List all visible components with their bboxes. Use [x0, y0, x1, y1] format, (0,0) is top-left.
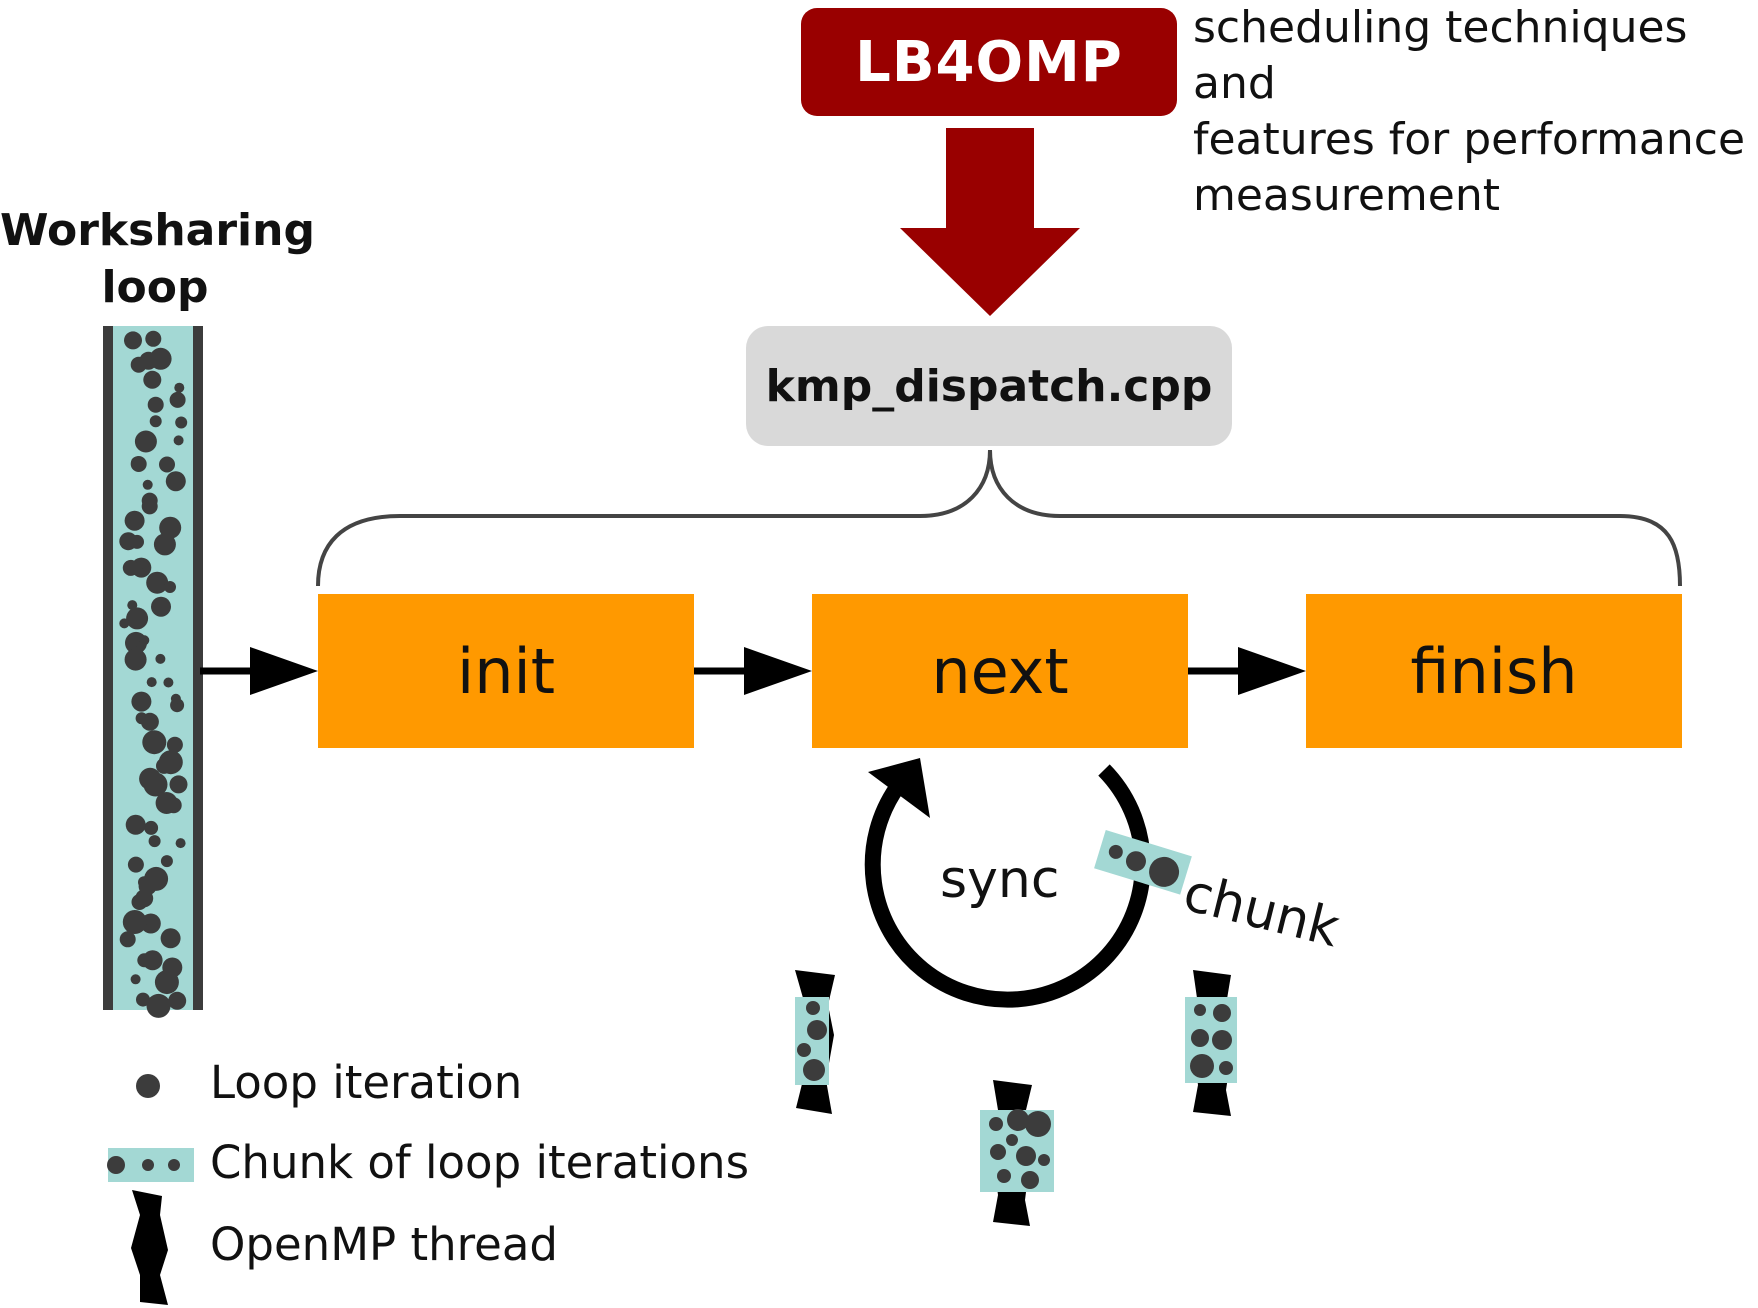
openmp-thread-center [980, 1080, 1054, 1226]
loop-iteration-dot [125, 814, 146, 835]
loop-iteration-dot [119, 931, 136, 948]
loop-iteration-dot [164, 581, 176, 593]
loop-iteration-dot [154, 970, 179, 995]
sync-cycle-arrowhead [868, 758, 930, 818]
loop-iteration-dot [134, 430, 157, 453]
loop-iteration-dot [122, 910, 147, 934]
loop-iteration-dot [130, 974, 141, 985]
loop-iteration-dot [119, 618, 130, 629]
loop-iteration-dot [173, 435, 184, 446]
openmp-thread-left [795, 970, 835, 1114]
loop-iteration-dot [175, 416, 188, 429]
loop-iteration-dot [166, 736, 183, 753]
sync-label: sync [940, 850, 1060, 910]
loop-iteration-dot [126, 607, 149, 630]
loop-iteration-dot [135, 889, 154, 908]
worksharing-loop-column [103, 326, 203, 1018]
loop-iteration-dot [139, 635, 150, 646]
loop-iteration-dot [122, 559, 139, 576]
loop-iteration-dot [127, 856, 144, 873]
dispatch-brace [316, 449, 1682, 587]
loop-iteration-dot [148, 835, 161, 848]
loop-iteration-dot [163, 677, 174, 688]
loop-iteration-dot [143, 772, 168, 797]
legend-thread-label: OpenMP thread [210, 1218, 558, 1271]
loop-iteration-dot [168, 991, 187, 1010]
loop-iteration-dot [142, 479, 153, 490]
phase-finish: finish [1306, 594, 1682, 748]
loop-iteration-dot [146, 993, 171, 1018]
flow-arrow-next-to-finish [1188, 647, 1306, 695]
legend-chunk-icon [107, 1148, 194, 1182]
dispatch-file-box: kmp_dispatch.cpp [746, 326, 1232, 446]
legend-iteration-icon [136, 1074, 160, 1098]
legend-chunk-label: Chunk of loop iterations [210, 1136, 750, 1189]
loop-iteration-dot [153, 533, 176, 556]
loop-iteration-dot [145, 330, 162, 347]
flow-arrow-init-to-next [694, 647, 812, 695]
loop-iteration-dot [142, 730, 167, 755]
loop-iteration-dot [175, 838, 186, 849]
phase-init: init [318, 594, 694, 748]
loop-iteration-dot [156, 757, 172, 774]
loop-iteration-dot [169, 775, 188, 794]
loop-iteration-dot [142, 950, 163, 971]
legend-iteration-label: Loop iteration [210, 1056, 523, 1109]
loop-iteration-dot [131, 691, 152, 712]
loop-iteration-dot [159, 516, 182, 539]
loop-iteration-dot [141, 492, 158, 509]
chunk-on-cycle [1094, 830, 1192, 895]
loop-iteration-dot [151, 596, 171, 617]
loop-iteration-dot [131, 456, 143, 469]
loop-iteration-dot [146, 571, 169, 594]
phase-next: next [812, 594, 1188, 748]
lb4omp-box: LB4OMP [801, 8, 1177, 116]
loop-iteration-dot [165, 797, 182, 814]
lb4omp-down-arrow [900, 128, 1080, 316]
flow-arrow-loop-to-init [200, 647, 318, 695]
loop-iteration-dot [160, 928, 181, 949]
loop-iteration-dot [140, 712, 159, 731]
loop-iteration-dot [149, 415, 162, 428]
legend-thread-icon [131, 1190, 168, 1305]
loop-iteration-dot [124, 510, 145, 531]
loop-iteration-dot [130, 356, 147, 373]
loop-iteration-dot [124, 648, 147, 671]
loop-iteration-dot [136, 992, 150, 1007]
loop-iteration-dot [130, 534, 144, 549]
loop-iteration-dot [170, 693, 181, 704]
loop-iteration-dot [144, 820, 159, 835]
loop-iteration-dot [169, 391, 186, 408]
loop-iteration-dot [124, 331, 142, 350]
loop-iteration-dot [127, 600, 138, 611]
loop-iteration-dot [160, 855, 173, 868]
loop-iteration-dot [147, 396, 164, 413]
loop-iteration-dot [139, 558, 150, 569]
lb4omp-description: scheduling techniques and features for p… [1193, 2, 1746, 221]
loop-iteration-dot [165, 471, 186, 492]
loop-iteration-dot [144, 866, 169, 891]
openmp-thread-right [1185, 970, 1237, 1116]
loop-iteration-dot [146, 677, 157, 688]
loop-iteration-dot [149, 347, 172, 370]
loop-iteration-dot [155, 653, 166, 664]
loop-iteration-dot [174, 382, 185, 393]
loop-iteration-dot [143, 370, 162, 389]
loop-iteration-dot [159, 456, 175, 473]
worksharing-loop-label: Worksharing loop [0, 205, 315, 313]
